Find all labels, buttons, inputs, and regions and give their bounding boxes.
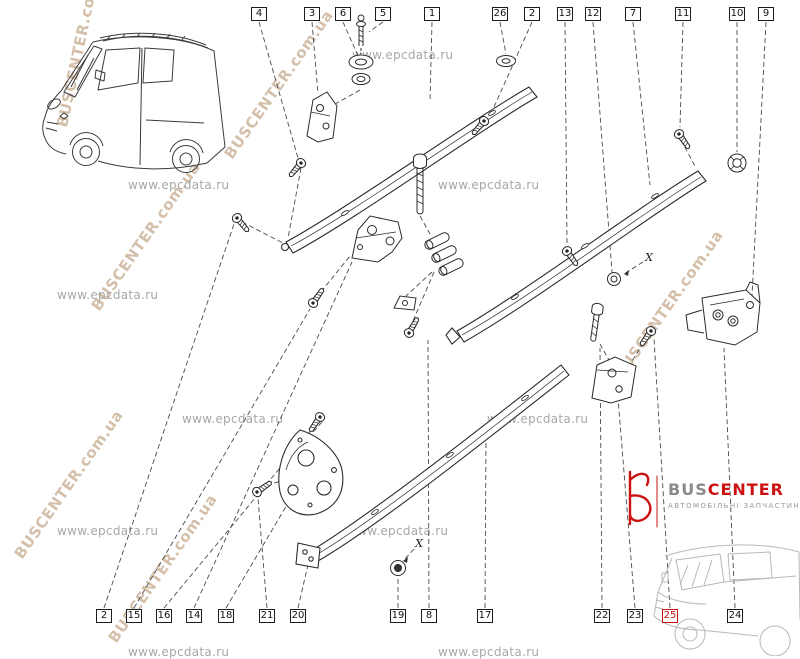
grommet-bottom — [390, 560, 406, 576]
callout-bottom-2[interactable]: 2 — [96, 609, 112, 623]
callout-bottom-19[interactable]: 19 — [390, 609, 406, 623]
callout-bottom-15[interactable]: 15 — [126, 609, 142, 623]
buscenter-logo: BUSCENTER АВТОМОБІЛЬНІ ЗАПЧАСТИНИ — [604, 464, 800, 528]
epcdata-watermark: www.epcdata.ru — [347, 524, 449, 538]
callout-bottom-14[interactable]: 14 — [186, 609, 202, 623]
epcdata-watermark: www.epcdata.ru — [438, 178, 540, 192]
logo-glyph-spacer — [604, 464, 662, 528]
x-annotations: X X — [403, 251, 654, 563]
clip — [393, 295, 417, 311]
logo-name: BUSCENTER — [668, 482, 800, 498]
long-bolt — [413, 153, 427, 215]
callout-bottom-17[interactable]: 17 — [477, 609, 493, 623]
logo-center: CENTER — [707, 480, 784, 499]
x-arrowhead — [403, 557, 408, 563]
callout-top-9[interactable]: 9 — [758, 7, 774, 21]
rail-lower — [295, 364, 570, 569]
grommet-small — [607, 272, 621, 286]
callout-top-6[interactable]: 6 — [335, 7, 351, 21]
x-annotation: X — [644, 251, 654, 264]
callout-top-11[interactable]: 11 — [675, 7, 691, 21]
vehicle-illustration — [42, 32, 226, 173]
epcdata-watermark: www.epcdata.ru — [182, 412, 284, 426]
callout-top-2[interactable]: 2 — [524, 7, 540, 21]
center-bracket — [351, 215, 403, 263]
epcdata-watermark: www.epcdata.ru — [128, 178, 230, 192]
logo-van-illustration — [653, 544, 800, 656]
callout-bottom-23[interactable]: 23 — [627, 609, 643, 623]
epcdata-watermark: www.epcdata.ru — [352, 48, 454, 62]
callout-top-3[interactable]: 3 — [304, 7, 320, 21]
callout-bottom-16[interactable]: 16 — [156, 609, 172, 623]
callout-bottom-21[interactable]: 21 — [259, 609, 275, 623]
callout-top-10[interactable]: 10 — [729, 7, 745, 21]
callout-bottom-25[interactable]: 25 — [662, 609, 678, 623]
washer — [496, 55, 516, 67]
callout-top-13[interactable]: 13 — [557, 7, 573, 21]
callout-bottom-20[interactable]: 20 — [290, 609, 306, 623]
buscenter-logo-glyph — [628, 470, 658, 528]
logo-subtitle: АВТОМОБІЛЬНІ ЗАПЧАСТИНИ — [668, 502, 800, 510]
grommet-large — [727, 153, 747, 173]
callout-top-12[interactable]: 12 — [585, 7, 601, 21]
callout-bottom-18[interactable]: 18 — [218, 609, 234, 623]
large-bracket — [278, 429, 344, 516]
roller-cluster — [424, 232, 464, 276]
bolt-grommet-assembly — [348, 14, 374, 85]
roller-assembly — [685, 281, 761, 346]
callout-bottom-22[interactable]: 22 — [594, 609, 610, 623]
x-annotation: X — [414, 537, 424, 550]
logo-text: BUSCENTER АВТОМОБІЛЬНІ ЗАПЧАСТИНИ — [668, 464, 800, 511]
callout-top-26[interactable]: 26 — [492, 7, 508, 21]
callout-bottom-24[interactable]: 24 — [727, 609, 743, 623]
callout-top-4[interactable]: 4 — [251, 7, 267, 21]
bracket-top — [306, 91, 338, 143]
x-arrowhead — [624, 270, 629, 276]
callout-bottom-8[interactable]: 8 — [421, 609, 437, 623]
epcdata-watermark: www.epcdata.ru — [57, 288, 159, 302]
callout-top-1[interactable]: 1 — [424, 7, 440, 21]
angled-bolt — [590, 302, 604, 342]
rail-middle — [445, 170, 707, 345]
logo-bus: BUS — [668, 480, 708, 499]
callout-top-5[interactable]: 5 — [375, 7, 391, 21]
epcdata-watermark: www.epcdata.ru — [57, 524, 159, 538]
bracket-right — [591, 356, 637, 404]
callout-top-7[interactable]: 7 — [625, 7, 641, 21]
